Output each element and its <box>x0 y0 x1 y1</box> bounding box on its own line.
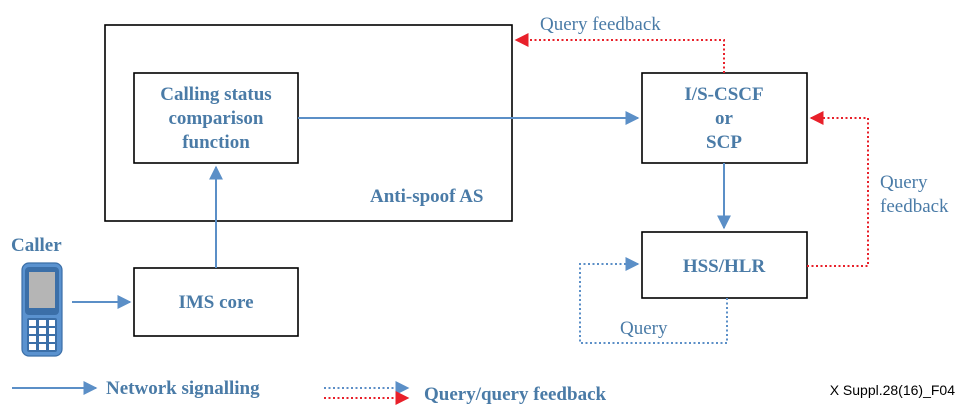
figure-id: X Suppl.28(16)_F04 <box>830 382 956 398</box>
query-feedback-top-label: Query feedback <box>540 14 661 35</box>
legend: Network signalling Query/query feedback <box>12 378 607 405</box>
legend-query-feedback: Query/query feedback <box>424 384 607 405</box>
hss-hlr-box: HSS/HLR <box>641 231 808 299</box>
cscf-line-1: I/S-CSCF <box>684 84 763 105</box>
ims-core-box: IMS core <box>133 267 299 337</box>
comparison-function-line-3: function <box>182 132 250 153</box>
ims-core-label: IMS core <box>178 292 253 313</box>
query-loop-label: Query <box>620 318 668 339</box>
hss-hlr-label: HSS/HLR <box>683 256 766 277</box>
query-feedback-top-arrow <box>514 33 725 73</box>
cscf-line-3: SCP <box>706 132 742 153</box>
cscf-line-2: or <box>715 108 734 129</box>
legend-network-signalling: Network signalling <box>106 378 260 399</box>
anti-spoof-as-label: Anti-spoof AS <box>370 186 484 207</box>
caller-label: Caller <box>11 235 62 256</box>
comparison-function-line-2: comparison <box>169 108 264 129</box>
comparison-function-box: Calling status comparison function <box>133 72 299 164</box>
comparison-function-line-1: Calling status <box>160 84 271 105</box>
query-feedback-right-label-line-2: feedback <box>880 196 949 217</box>
query-feedback-right-arrow <box>807 111 869 267</box>
mobile-phone-icon <box>21 262 63 357</box>
query-feedback-right-label-line-1: Query <box>880 172 928 193</box>
cscf-box: I/S-CSCF or SCP <box>641 72 808 164</box>
